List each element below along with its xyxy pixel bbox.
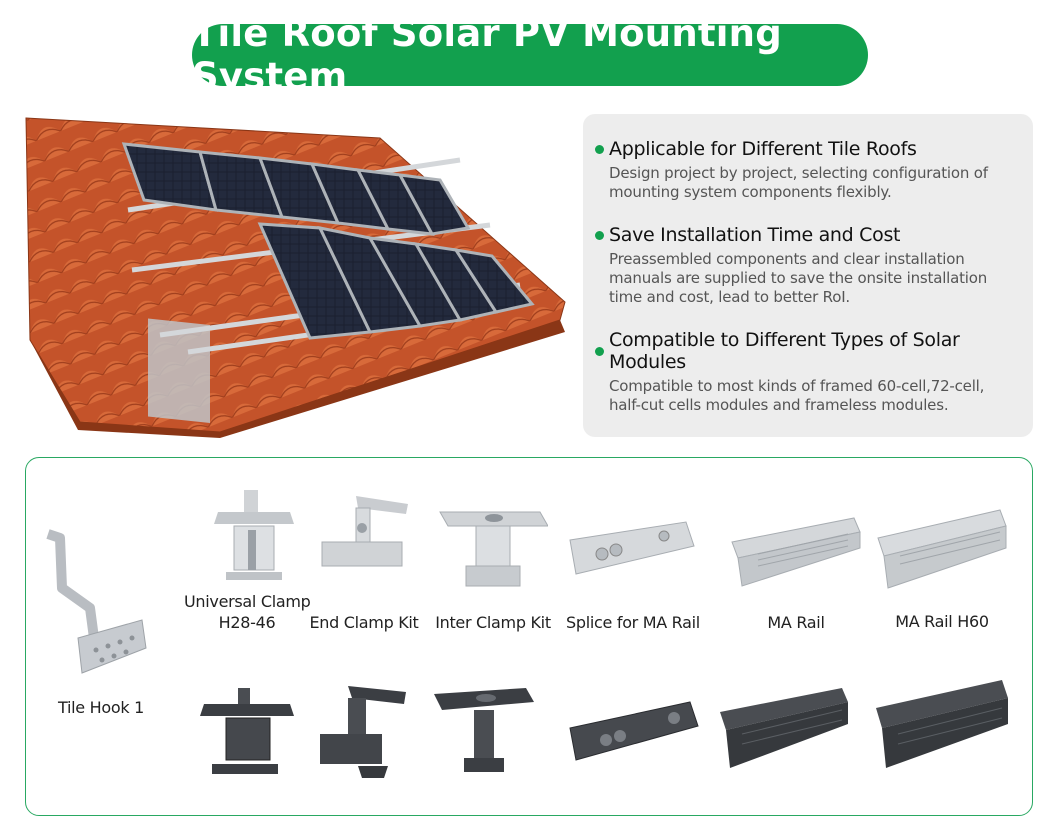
bullet-icon	[595, 346, 604, 356]
ma-rail-h60-label: MA Rail H60	[895, 612, 989, 631]
inter-clamp-image	[439, 511, 548, 587]
end-clamp-image	[321, 496, 408, 567]
ma-rail-h60-black-image	[876, 680, 1008, 768]
feature-item: Save Installation Time and Cost Preassem…	[595, 224, 1023, 307]
features-panel: Applicable for Different Tile Roofs Desi…	[583, 114, 1033, 437]
bullet-icon	[595, 144, 604, 154]
universal-clamp-label-1: Universal Clamp	[184, 592, 311, 611]
feature-description: Compatible to most kinds of framed 60-ce…	[609, 377, 985, 414]
ma-rail-label: MA Rail	[767, 613, 825, 632]
ma-rail-h60-image	[877, 509, 1007, 589]
inter-clamp-label: Inter Clamp Kit	[435, 613, 551, 632]
inter-clamp-black-image	[434, 688, 534, 772]
tile-hook-label: Tile Hook 1	[58, 698, 144, 717]
feature-item: Applicable for Different Tile Roofs Desi…	[595, 138, 1023, 202]
universal-clamp-label-2: H28-46	[218, 613, 276, 632]
end-clamp-label: End Clamp Kit	[309, 613, 419, 632]
feature-item: Compatible to Different Types of Solar M…	[595, 329, 1023, 415]
bullet-icon	[595, 230, 604, 240]
products-panel: Tile Hook 1 Universal Clamp H28-46 End C…	[25, 457, 1033, 816]
tile-hook-image	[46, 529, 147, 674]
splice-image	[569, 521, 695, 575]
ma-rail-black-image	[720, 688, 848, 768]
feature-title: Compatible to Different Types of Solar M…	[609, 329, 960, 373]
universal-clamp-black-image	[200, 688, 294, 774]
universal-clamp-image	[214, 490, 294, 580]
feature-description: Preassembled components and clear instal…	[609, 250, 988, 306]
ma-rail-image	[731, 517, 861, 587]
splice-label: Splice for MA Rail	[566, 613, 700, 632]
feature-title: Applicable for Different Tile Roofs	[609, 138, 917, 160]
feature-title: Save Installation Time and Cost	[609, 224, 901, 246]
tile-roof-illustration	[25, 117, 566, 438]
end-clamp-black-image	[320, 686, 406, 778]
page-title: Tile Roof Solar PV Mounting System	[192, 12, 868, 98]
splice-black-image	[569, 701, 699, 761]
feature-description: Design project by project, selecting con…	[609, 164, 988, 201]
